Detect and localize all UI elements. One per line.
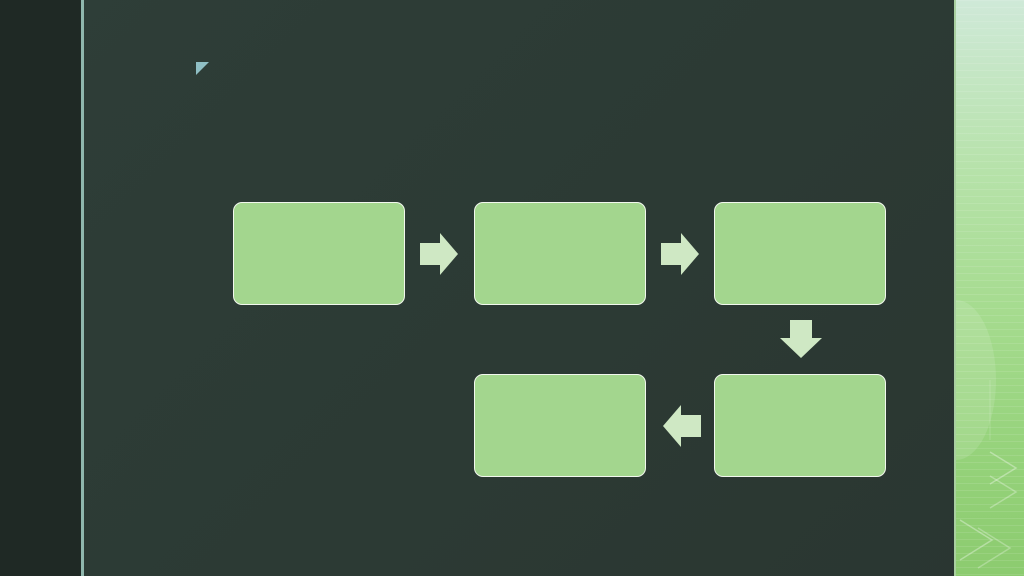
process-step-1[interactable]	[233, 202, 405, 305]
left-band	[0, 0, 81, 576]
process-step-3[interactable]	[714, 202, 886, 305]
chevron-pattern-icon	[959, 380, 1018, 569]
right-decorative-band	[956, 0, 1024, 576]
arrow-right-icon	[420, 233, 458, 275]
right-accent-rule	[954, 0, 956, 576]
right-band-stripes	[956, 0, 1024, 576]
arrow-right-icon	[661, 233, 699, 275]
arrow-left-icon	[663, 405, 701, 447]
process-step-5[interactable]	[474, 374, 646, 477]
process-step-4[interactable]	[714, 374, 886, 477]
left-accent-rule	[81, 0, 84, 576]
arrow-down-icon	[780, 320, 822, 358]
corner-triangle-icon	[196, 62, 209, 75]
process-step-2[interactable]	[474, 202, 646, 305]
